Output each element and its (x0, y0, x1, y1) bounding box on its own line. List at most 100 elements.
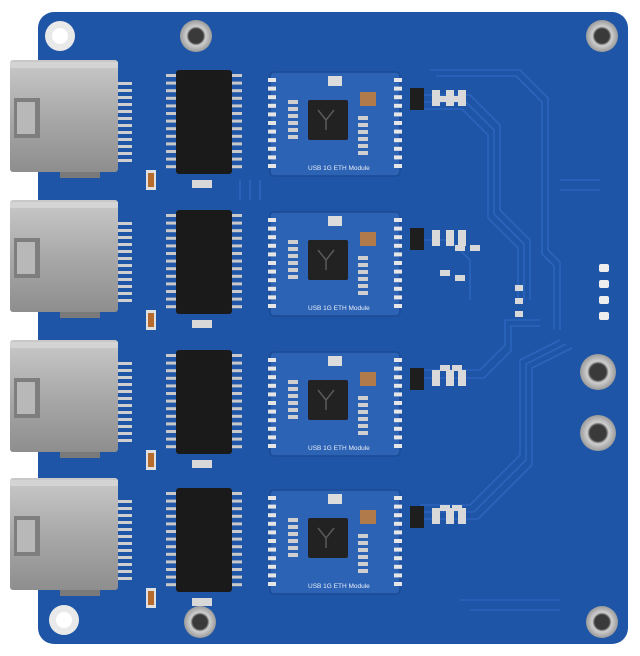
ic-pin (232, 252, 242, 255)
ic-pin (232, 376, 242, 380)
module-resistor (288, 121, 298, 125)
mount-hole-top-right (586, 20, 618, 52)
module-resistor (288, 107, 298, 111)
ic-pin (232, 244, 242, 248)
module-pad (268, 556, 276, 561)
crystal (328, 494, 342, 504)
ic-pin (166, 259, 176, 263)
magnetics-pin (118, 514, 132, 517)
rj45-port-1[interactable] (10, 60, 118, 172)
module-pad (268, 513, 276, 518)
ic-pin (232, 575, 242, 579)
magnetics-pin (118, 397, 132, 400)
module-resistor (288, 114, 298, 118)
ethernet-controller-chip (308, 380, 348, 420)
module-capacitor (360, 372, 376, 386)
module-pad (268, 112, 276, 117)
ic-pin (232, 514, 242, 518)
ic-pin (232, 89, 242, 93)
ic-pin (166, 492, 176, 495)
ic-pin (166, 214, 176, 217)
module-pad (394, 358, 402, 362)
module-resistor (358, 151, 368, 155)
module-pad (394, 582, 402, 586)
ic-pin (166, 430, 176, 433)
rj45-port-2[interactable] (10, 200, 118, 312)
module-resistor (288, 128, 298, 132)
magnetics-pin (118, 138, 132, 141)
ic-pin (166, 361, 176, 365)
magnetics-pin (118, 124, 132, 127)
ic-pin (166, 274, 176, 278)
module-resistor (288, 268, 298, 272)
module-resistor (358, 541, 368, 545)
module-resistor (288, 408, 298, 412)
module-pad (394, 278, 402, 283)
ic-pin (166, 142, 176, 146)
module-label: USB 1G ETH Module (308, 165, 370, 172)
capacitor-body (148, 173, 154, 187)
ic-pin (166, 89, 176, 93)
ic-pin (166, 112, 176, 115)
magnetics-pin (118, 96, 132, 99)
ic-pin (166, 157, 176, 161)
ic-pin (166, 221, 176, 225)
module-resistor (358, 130, 368, 134)
magnetics-pin (118, 236, 132, 239)
rj45-latch (17, 382, 35, 414)
magnetics-pin (118, 82, 132, 85)
ic-pin (166, 236, 176, 240)
ic-pin (232, 552, 242, 556)
ic-pin (232, 119, 242, 123)
magnetics-pin (118, 131, 132, 134)
module-pad (268, 121, 276, 125)
module-pad (394, 304, 402, 308)
ic-pin (232, 134, 242, 138)
ethernet-channel-3: USB 1G ETH Module (10, 340, 466, 470)
magnetics-pin (118, 528, 132, 531)
module-resistor (288, 387, 298, 391)
magnetics-pin (118, 117, 132, 120)
magnetics-pin (118, 425, 132, 428)
rj45-top-edge (10, 202, 118, 208)
ic-pin (166, 127, 176, 131)
rj45-tab (60, 590, 100, 596)
ic-pin (232, 305, 242, 309)
module-pad (394, 261, 402, 265)
module-pad (268, 129, 276, 134)
module-pad (394, 556, 402, 561)
module-resistor (358, 417, 368, 421)
ic-pin (232, 507, 242, 511)
module-pad (394, 218, 402, 222)
magnetics-pin (118, 292, 132, 295)
module-pad (394, 392, 402, 397)
magnetics-pin (118, 404, 132, 407)
module-pad (268, 521, 276, 526)
module-pad (268, 401, 276, 405)
ic-pin (232, 361, 242, 365)
module-resistor (288, 415, 298, 419)
magnetics-pin (118, 383, 132, 386)
ic-pin (232, 537, 242, 541)
crystal (328, 356, 342, 366)
ic-pin (232, 445, 242, 449)
module-resistor (288, 532, 298, 536)
module-pad (268, 418, 276, 423)
rj45-port-4[interactable] (10, 478, 118, 590)
module-resistor (358, 562, 368, 566)
module-pad (394, 426, 402, 431)
module-pad (394, 138, 402, 143)
ic-pin (232, 560, 242, 564)
module-pad (268, 95, 276, 100)
ic-pin (232, 437, 242, 441)
ic-pin (232, 568, 242, 571)
module-resistor (358, 424, 368, 428)
module-pad (394, 269, 402, 274)
rj45-top-edge (10, 342, 118, 348)
rj45-port-3[interactable] (10, 340, 118, 452)
magnetics-pin (118, 500, 132, 503)
magnetics-pin (118, 411, 132, 414)
rj45-top-edge (10, 62, 118, 68)
ic-pin (232, 157, 242, 161)
resistor (432, 370, 440, 386)
